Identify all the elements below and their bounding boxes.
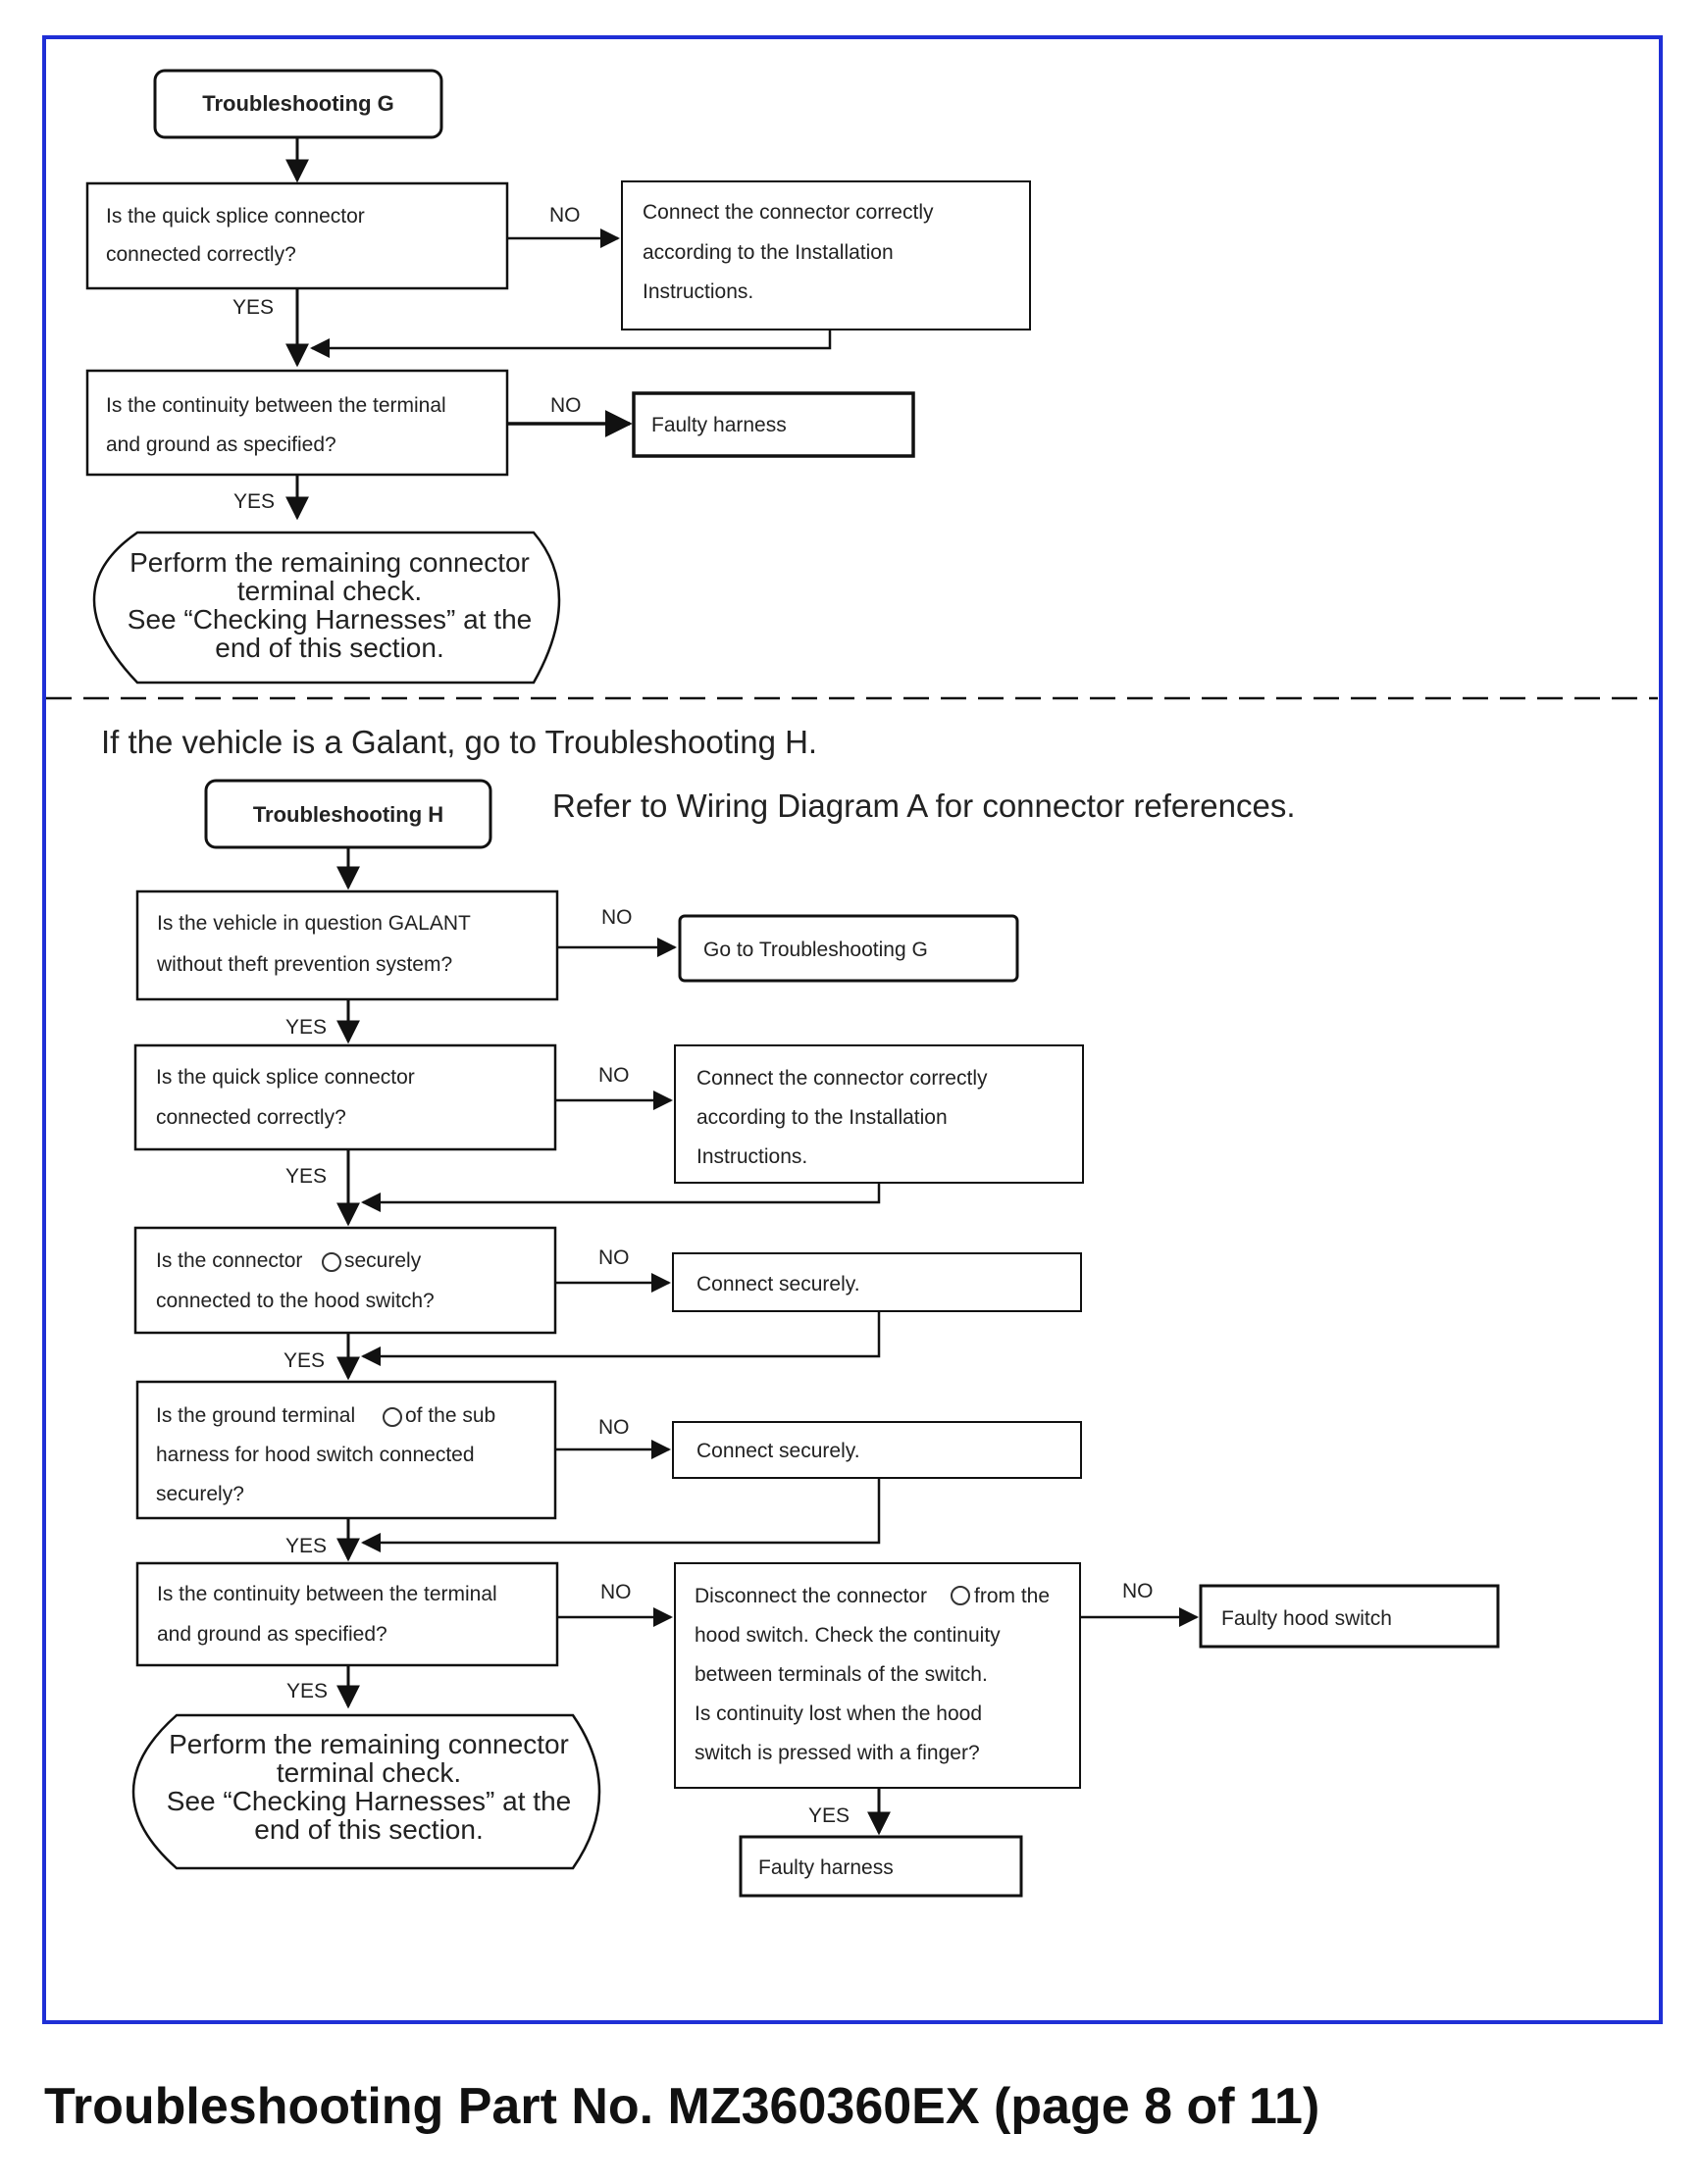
- h-q1-line1: Is the vehicle in question GALANT: [157, 912, 471, 935]
- diagram-frame: [42, 35, 1663, 2024]
- h-end-line1: Perform the remaining connector: [169, 1729, 569, 1759]
- g-q2-no-label: NO: [550, 394, 582, 417]
- g-q2-line2: and ground as specified?: [106, 433, 336, 456]
- g-q2-yes-label: YES: [233, 490, 275, 513]
- h-q5-box: [135, 1561, 559, 1667]
- h-q4-no-box: [672, 1421, 1082, 1479]
- h-q5-no-no-box: [1199, 1584, 1500, 1649]
- wiring-note: Refer to Wiring Diagram A for connector …: [552, 787, 1296, 824]
- h-q5-no-label: NO: [600, 1581, 632, 1603]
- h-q4-line3: harness for hood switch connected: [156, 1444, 475, 1466]
- h-q5-no-line3: hood switch. Check the continuity: [695, 1624, 1001, 1647]
- start-h-label: Troubleshooting H: [253, 802, 443, 827]
- g-q1-yes-label: YES: [232, 296, 274, 319]
- g-q1-no-line3: Instructions.: [643, 280, 753, 303]
- h-q4-yes-label: YES: [285, 1535, 327, 1557]
- h-q3-line2: securely: [344, 1249, 422, 1272]
- h-q5-line2: and ground as specified?: [157, 1623, 387, 1646]
- g-q1-line1: Is the quick splice connector: [106, 205, 365, 228]
- page-footer: Troubleshooting Part No. MZ360360EX (pag…: [44, 2078, 1320, 2135]
- g-q2-line1: Is the continuity between the terminal: [106, 394, 446, 417]
- h-q1-yes-label: YES: [285, 1016, 327, 1039]
- h-end-line3: See “Checking Harnesses” at the: [167, 1786, 571, 1816]
- h-q5-no-line2: from the: [974, 1585, 1050, 1607]
- h-q5-no-line6: switch is pressed with a finger?: [695, 1742, 980, 1764]
- h-q5-line1: Is the continuity between the terminal: [157, 1583, 497, 1605]
- h-q2-line1: Is the quick splice connector: [156, 1066, 415, 1089]
- h-q2-no-line1: Connect the connector correctly: [696, 1067, 988, 1090]
- h-q3-no-text: Connect securely.: [696, 1273, 860, 1295]
- h-q5-no-yes-box: [739, 1835, 1023, 1898]
- h-q2-no-line2: according to the Installation: [696, 1106, 948, 1129]
- h-q2-no-label: NO: [598, 1064, 630, 1087]
- g-end-line1: Perform the remaining connector: [129, 547, 530, 578]
- h-q4-no-label: NO: [598, 1416, 630, 1439]
- g-end-line3: See “Checking Harnesses” at the: [128, 604, 532, 635]
- h-q5-no-line5: Is continuity lost when the hood: [695, 1702, 982, 1725]
- h-q3-box: [133, 1226, 557, 1335]
- g-q1-no-line2: according to the Installation: [643, 241, 894, 264]
- h-q5-no-line1: Disconnect the connector: [695, 1585, 927, 1607]
- h-q2-no-line3: Instructions.: [696, 1145, 807, 1168]
- connector-number-icon: [322, 1252, 341, 1272]
- connector-number-icon: [951, 1586, 970, 1605]
- g-q1-no-line1: Connect the connector correctly: [643, 201, 934, 224]
- h-q5-no-yes-label: YES: [808, 1804, 850, 1827]
- h-q5-no-no-label: NO: [1122, 1580, 1154, 1602]
- g-end-terminator: [92, 531, 561, 685]
- h-q1-box: [135, 889, 559, 1001]
- h-q2-yes-label: YES: [285, 1165, 327, 1188]
- g-end-line4: end of this section.: [215, 633, 443, 663]
- h-q3-no-box: [672, 1252, 1082, 1312]
- h-q4-no-text: Connect securely.: [696, 1440, 860, 1462]
- start-g-label: Troubleshooting G: [202, 91, 394, 116]
- h-q4-line1: Is the ground terminal: [156, 1404, 355, 1427]
- h-q3-yes-label: YES: [284, 1349, 325, 1372]
- g-end-line2: terminal check.: [237, 576, 422, 606]
- g-q2-no-text: Faulty harness: [651, 414, 787, 436]
- h-end-line2: terminal check.: [277, 1757, 461, 1788]
- h-q5-no-no-text: Faulty hood switch: [1221, 1607, 1392, 1630]
- h-q3-line1: Is the connector: [156, 1249, 302, 1272]
- h-q3-no-label: NO: [598, 1246, 630, 1269]
- h-q2-line2: connected correctly?: [156, 1106, 346, 1129]
- connector-number-icon: [383, 1407, 402, 1427]
- g-q1-box: [85, 181, 509, 290]
- h-q1-no-box: [678, 914, 1019, 983]
- g-q2-no-box: [632, 391, 915, 458]
- h-q1-line2: without theft prevention system?: [156, 953, 452, 976]
- g-q1-no-box: [621, 180, 1031, 330]
- h-q2-box: [133, 1043, 557, 1151]
- g-q1-line2: connected correctly?: [106, 243, 296, 266]
- h-end-terminator: [131, 1713, 601, 1870]
- h-q3-line3: connected to the hood switch?: [156, 1290, 435, 1312]
- h-q5-yes-label: YES: [286, 1680, 328, 1702]
- h-q4-line2: of the sub: [405, 1404, 495, 1427]
- h-q5-no-yes-text: Faulty harness: [758, 1856, 894, 1879]
- h-q4-line4: securely?: [156, 1483, 244, 1505]
- h-q1-no-label: NO: [601, 906, 633, 929]
- g-q1-no-label: NO: [549, 204, 581, 227]
- h-q1-no-text: Go to Troubleshooting G: [703, 939, 928, 961]
- galant-note: If the vehicle is a Galant, go to Troubl…: [101, 724, 817, 760]
- h-end-line4: end of this section.: [254, 1814, 483, 1845]
- h-q5-no-line4: between terminals of the switch.: [695, 1663, 988, 1686]
- g-q2-box: [85, 369, 509, 477]
